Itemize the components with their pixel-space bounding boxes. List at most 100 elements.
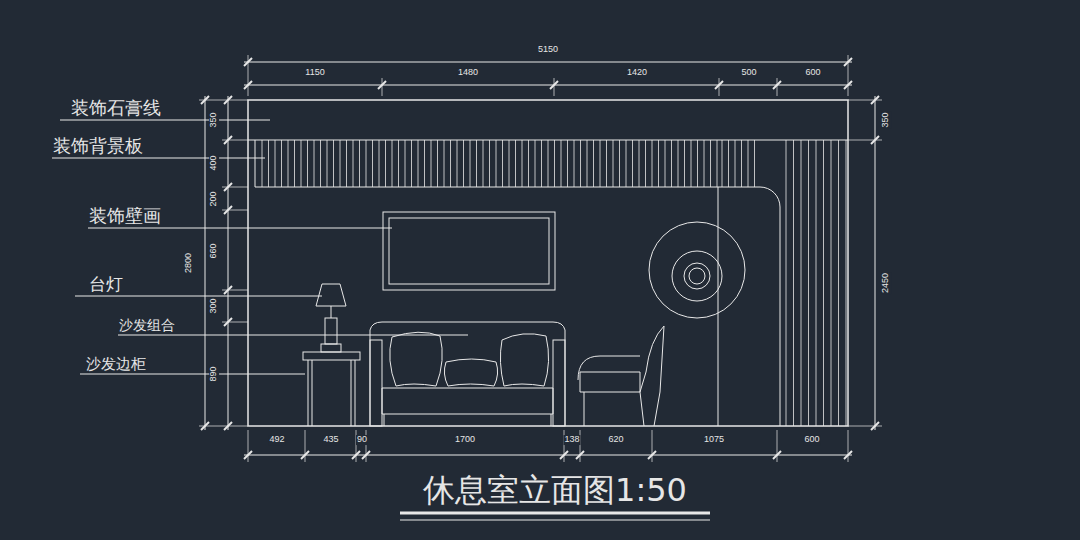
stroke bbox=[777, 430, 778, 462]
stroke bbox=[793, 140, 794, 426]
stroke bbox=[248, 78, 249, 96]
dimension-text: 5150 bbox=[537, 45, 559, 55]
stroke bbox=[262, 140, 263, 187]
stroke bbox=[307, 140, 308, 187]
stroke bbox=[816, 140, 817, 426]
stroke bbox=[222, 100, 248, 101]
dimension-text: 350 bbox=[209, 111, 219, 128]
stroke bbox=[848, 430, 849, 462]
stroke bbox=[593, 140, 594, 187]
stroke bbox=[848, 100, 882, 101]
stroke bbox=[372, 140, 373, 187]
dimension-text: 350 bbox=[881, 111, 891, 128]
stroke bbox=[346, 140, 347, 187]
stroke bbox=[294, 140, 295, 187]
stroke bbox=[463, 140, 464, 187]
dimension-text: 1480 bbox=[457, 68, 479, 78]
stroke bbox=[671, 140, 672, 187]
stroke bbox=[359, 140, 360, 187]
stroke bbox=[528, 140, 529, 187]
stroke bbox=[704, 140, 705, 187]
stroke bbox=[719, 78, 720, 96]
stroke bbox=[222, 140, 248, 141]
stroke bbox=[722, 140, 723, 187]
stroke bbox=[848, 55, 849, 78]
stroke bbox=[548, 140, 549, 187]
dimension-text: 600 bbox=[804, 68, 821, 78]
stroke bbox=[639, 140, 640, 187]
stroke bbox=[515, 140, 516, 187]
stroke bbox=[717, 140, 718, 187]
stroke bbox=[561, 140, 562, 187]
stroke bbox=[405, 140, 406, 187]
stroke bbox=[450, 140, 451, 187]
stroke bbox=[222, 426, 248, 427]
stroke bbox=[632, 140, 633, 187]
callout-label: 台灯 bbox=[88, 275, 124, 294]
stroke bbox=[754, 140, 755, 187]
stroke bbox=[838, 140, 839, 426]
callout-label: 装饰石膏线 bbox=[70, 98, 162, 118]
stroke bbox=[831, 140, 832, 426]
stroke bbox=[444, 140, 445, 187]
stroke bbox=[587, 140, 588, 187]
stroke bbox=[509, 140, 510, 187]
stroke bbox=[222, 322, 248, 323]
stroke bbox=[199, 426, 222, 427]
stroke bbox=[353, 140, 354, 187]
stroke bbox=[626, 140, 627, 187]
stroke bbox=[288, 140, 289, 187]
dimension-text: 1700 bbox=[454, 435, 476, 445]
stroke bbox=[691, 140, 692, 187]
callout-label: 装饰背景板 bbox=[52, 136, 144, 156]
stroke bbox=[382, 78, 383, 96]
drawing-title: 休息室立面图1:50 bbox=[422, 473, 688, 508]
stroke bbox=[281, 140, 282, 187]
dimension-text: 435 bbox=[322, 435, 339, 445]
stroke bbox=[340, 140, 341, 187]
stroke bbox=[554, 78, 555, 96]
dimension-text: 890 bbox=[209, 365, 219, 382]
dimension-text: 1420 bbox=[626, 68, 648, 78]
dimension-text: 600 bbox=[803, 435, 820, 445]
stroke bbox=[808, 140, 809, 426]
stroke bbox=[222, 290, 248, 291]
dimension-text: 300 bbox=[209, 297, 219, 314]
dimension-text: 620 bbox=[607, 435, 624, 445]
stroke bbox=[411, 140, 412, 187]
callout-label: 沙发组合 bbox=[118, 318, 176, 333]
stroke bbox=[305, 430, 306, 462]
stroke bbox=[741, 140, 742, 187]
stroke bbox=[496, 140, 497, 187]
dimension-text: 1075 bbox=[703, 435, 725, 445]
stroke bbox=[801, 140, 802, 426]
stroke bbox=[431, 140, 432, 187]
stroke bbox=[619, 140, 620, 187]
dimension-text: 2800 bbox=[184, 252, 194, 274]
stroke bbox=[392, 140, 393, 187]
stroke bbox=[613, 140, 614, 187]
stroke bbox=[314, 140, 315, 187]
stroke bbox=[684, 140, 685, 187]
stroke bbox=[320, 140, 321, 187]
stroke bbox=[574, 140, 575, 187]
stroke bbox=[502, 140, 503, 187]
stroke bbox=[606, 140, 607, 187]
stroke bbox=[398, 140, 399, 187]
stroke bbox=[489, 140, 490, 187]
stroke bbox=[580, 140, 581, 187]
stroke bbox=[222, 210, 248, 211]
dimension-text: 90 bbox=[356, 435, 368, 445]
stroke bbox=[366, 140, 367, 187]
callout-label: 沙发边柜 bbox=[85, 356, 147, 373]
stroke bbox=[652, 430, 653, 462]
stroke bbox=[567, 140, 568, 187]
stroke bbox=[535, 140, 536, 187]
stroke bbox=[554, 140, 555, 187]
stroke bbox=[275, 140, 276, 187]
stroke bbox=[848, 426, 882, 427]
stroke bbox=[385, 140, 386, 187]
stroke bbox=[658, 140, 659, 187]
